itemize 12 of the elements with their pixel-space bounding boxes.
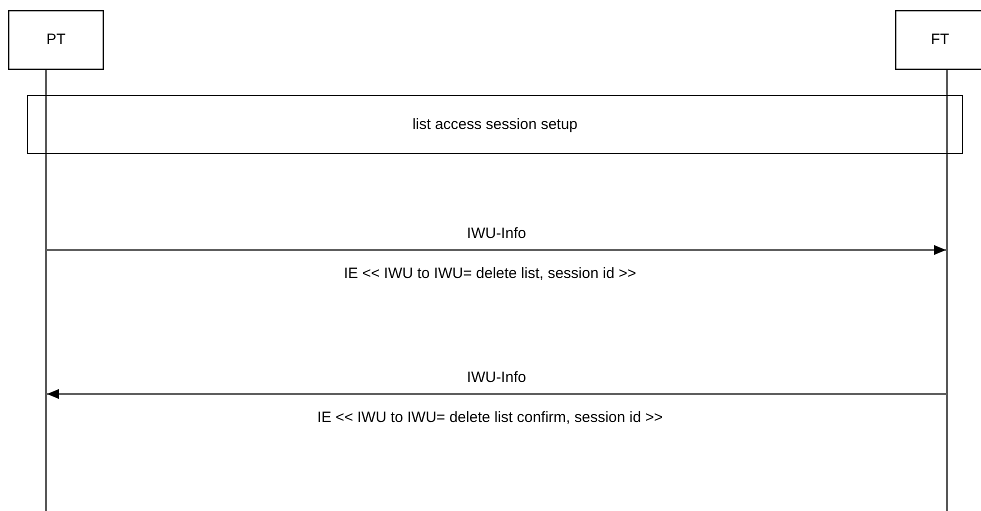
node-label: FT (930, 31, 950, 49)
participant-lifeline-drawing (895, 10, 981, 511)
message-arrow (47, 389, 946, 399)
message-label: IWU-Info (466, 225, 526, 243)
message-label: IWU-Info (466, 369, 526, 387)
participant-lifeline-drawing (8, 10, 104, 511)
message-arrow (47, 245, 946, 255)
node-label: PT (45, 31, 67, 49)
message-parameter: IE << IWU to IWU= delete list, session id >> (344, 265, 636, 283)
message-parameter: IE << IWU to IWU= delete list confirm, session id >> (317, 409, 663, 427)
node-label: list access session setup (412, 116, 578, 133)
process-box (27, 95, 963, 154)
